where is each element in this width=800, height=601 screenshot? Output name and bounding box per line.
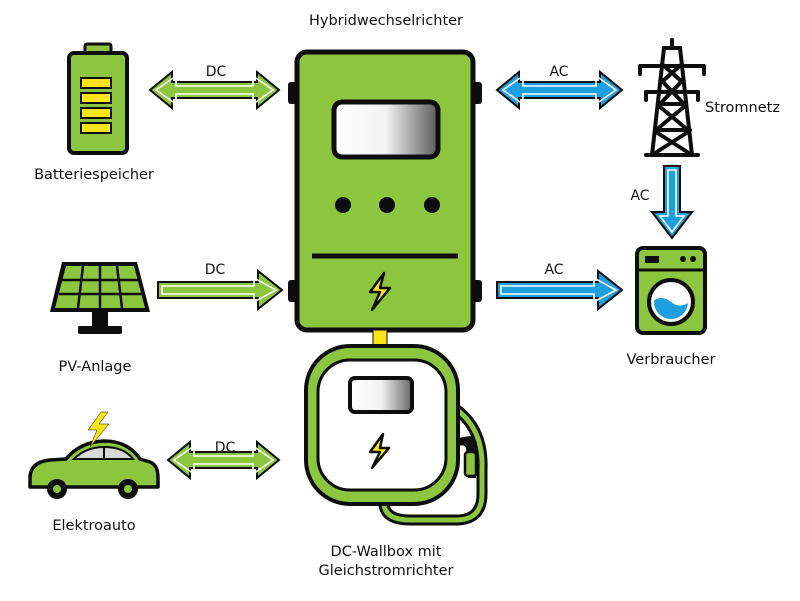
edge-label-inverter-grid: AC (549, 64, 569, 80)
power-tower-icon (638, 38, 706, 157)
edge-label-inverter-consumer: AC (544, 262, 564, 278)
arrow-inverter-grid (495, 69, 624, 111)
electric-car-icon (28, 411, 160, 499)
inverter-icon (288, 49, 482, 333)
edge-label-battery-inverter: DC (205, 64, 227, 80)
washing-machine-icon (635, 246, 707, 335)
wallbox-label-line1: DC-Wallbox mit (330, 544, 442, 560)
arrow-inverter-consumer (496, 268, 624, 312)
arrow-grid-consumer (649, 165, 695, 240)
arrow-battery-inverter (148, 69, 281, 111)
wallbox-icon (304, 344, 488, 526)
grid-label: Stromnetz (705, 100, 780, 116)
wallbox-label-line2: Gleichstromrichter (318, 562, 454, 579)
edge-label-pv-inverter: DC (204, 262, 226, 278)
battery-label: Batteriespeicher (34, 167, 154, 183)
edge-label-car-wallbox: DC (214, 440, 236, 456)
pv-label: PV-Anlage (58, 359, 132, 375)
wallbox-label: DC-Wallbox mit Gleichstromrichter (319, 543, 454, 581)
edge-label-grid-consumer: AC (630, 188, 650, 204)
arrow-pv-inverter (157, 268, 284, 312)
inverter-label: Hybridwechselrichter (308, 13, 464, 29)
consumer-label: Verbraucher (626, 352, 716, 368)
arrow-car-wallbox (166, 439, 281, 481)
battery-icon (67, 42, 129, 155)
solar-panel-icon (50, 262, 150, 334)
car-label: Elektroauto (52, 518, 136, 534)
